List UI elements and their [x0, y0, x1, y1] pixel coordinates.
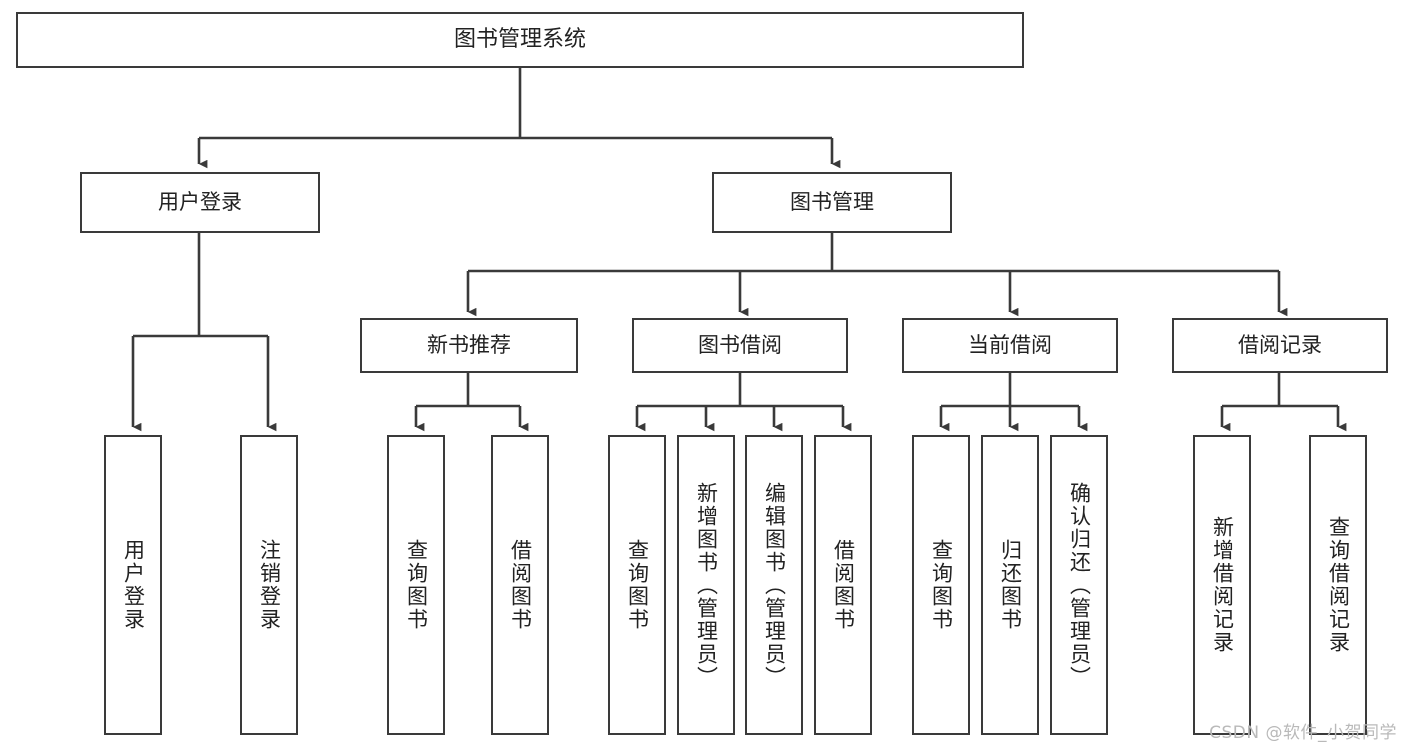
node-label: 查询图书 — [929, 539, 954, 631]
leaf-current-confirm-return[interactable]: 确认归还（管理员） — [1050, 435, 1108, 735]
node-label: 当前借阅 — [968, 333, 1052, 358]
node-current-borrow[interactable]: 当前借阅 — [902, 318, 1118, 373]
node-label: 查询图书 — [404, 539, 429, 631]
watermark: CSDN @软件_小贺同学 — [1209, 723, 1397, 743]
node-label: 注销登录 — [257, 539, 282, 631]
node-label: 查询借阅记录 — [1326, 516, 1351, 654]
node-label: 图书管理 — [790, 190, 874, 215]
node-label: 编辑图书（管理员） — [762, 481, 787, 689]
node-new-book-recommend[interactable]: 新书推荐 — [360, 318, 578, 373]
node-label: 新书推荐 — [427, 333, 511, 358]
node-user-login[interactable]: 用户登录 — [80, 172, 320, 233]
leaf-borrow-query-book[interactable]: 查询图书 — [608, 435, 666, 735]
leaf-borrow-edit-book[interactable]: 编辑图书（管理员） — [745, 435, 803, 735]
node-label: 借阅图书 — [831, 539, 856, 631]
node-root-book-management-system[interactable]: 图书管理系统 — [16, 12, 1024, 68]
node-book-borrow[interactable]: 图书借阅 — [632, 318, 848, 373]
node-label: 用户登录 — [158, 190, 242, 215]
leaf-current-query-book[interactable]: 查询图书 — [912, 435, 970, 735]
leaf-current-return-book[interactable]: 归还图书 — [981, 435, 1039, 735]
node-label: 确认归还（管理员） — [1067, 481, 1092, 689]
leaf-user-login-login[interactable]: 用户登录 — [104, 435, 162, 735]
leaf-borrow-add-book[interactable]: 新增图书（管理员） — [677, 435, 735, 735]
node-label: 用户登录 — [121, 539, 146, 631]
leaf-user-login-logout[interactable]: 注销登录 — [240, 435, 298, 735]
node-label: 归还图书 — [998, 539, 1023, 631]
node-label: 新增借阅记录 — [1210, 516, 1235, 654]
leaf-borrow-borrow-book[interactable]: 借阅图书 — [814, 435, 872, 735]
node-borrow-record[interactable]: 借阅记录 — [1172, 318, 1388, 373]
leaf-record-query[interactable]: 查询借阅记录 — [1309, 435, 1367, 735]
node-book-management[interactable]: 图书管理 — [712, 172, 952, 233]
node-label: 图书借阅 — [698, 333, 782, 358]
leaf-new-book-query[interactable]: 查询图书 — [387, 435, 445, 735]
node-label: 借阅记录 — [1238, 333, 1322, 358]
node-label: 查询图书 — [625, 539, 650, 631]
node-label: 借阅图书 — [508, 539, 533, 631]
leaf-record-add[interactable]: 新增借阅记录 — [1193, 435, 1251, 735]
node-label: 新增图书（管理员） — [694, 481, 719, 689]
node-label: 图书管理系统 — [453, 27, 586, 53]
leaf-new-book-borrow[interactable]: 借阅图书 — [491, 435, 549, 735]
